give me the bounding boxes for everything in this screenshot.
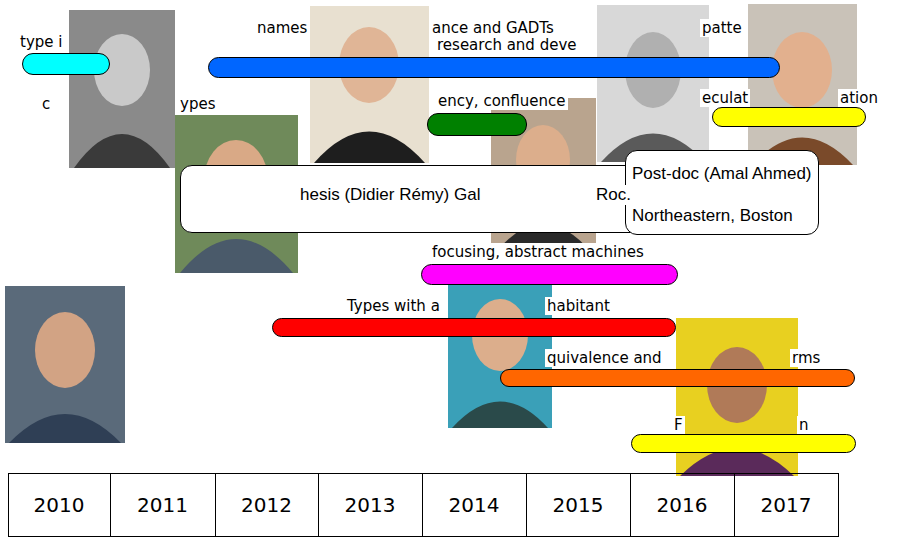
bar-label: type i xyxy=(18,33,64,51)
period-box: Post-doc (Amal Ahmed) Northeastern, Bosto… xyxy=(625,150,819,235)
bar-label: research and deve xyxy=(435,36,579,54)
bar-label: F xyxy=(672,416,685,434)
timeline-item: Fn xyxy=(631,416,856,453)
box-text: Post-doc (Amal Ahmed) xyxy=(631,164,813,184)
year-cell: 2012 xyxy=(216,493,317,517)
portrait-photo xyxy=(310,6,429,163)
box-text: Northeastern, Boston xyxy=(631,206,794,226)
year-cell: 2011 xyxy=(111,493,214,517)
timeline-bar xyxy=(208,57,780,78)
bar-label: ency, confluence xyxy=(436,92,568,110)
year-cell: 2016 xyxy=(631,493,733,517)
year-cell: 2014 xyxy=(423,493,525,517)
bar-label: rms xyxy=(790,349,822,367)
bar-label: eculat xyxy=(700,89,750,107)
period-box: hesis (Didier Rémy) Gal Roc. xyxy=(180,165,650,233)
portrait-photo xyxy=(448,272,552,428)
timeline-label: ypes xyxy=(178,95,217,113)
year-table-grid xyxy=(9,473,839,537)
bar-label: patte xyxy=(700,19,744,37)
timeline-bar xyxy=(427,113,527,136)
portrait-photo xyxy=(597,5,709,162)
bar-label: n xyxy=(797,416,811,434)
timeline-bar xyxy=(631,434,856,453)
timeline-item: Types with a habitant xyxy=(272,297,676,337)
bar-label: Types with a xyxy=(345,297,442,315)
portrait-photo xyxy=(748,4,857,165)
timeline-item: quivalence and rms xyxy=(500,349,855,387)
bar-label: quivalence and xyxy=(545,349,664,367)
year-cell: 2013 xyxy=(319,493,421,517)
timeline-bar xyxy=(22,53,110,75)
timeline-bar xyxy=(712,107,866,127)
timeline-item: eculat ation xyxy=(700,89,880,127)
timeline-item: names ance and GADTsresearch and deve patt… xyxy=(208,19,780,78)
bar-label: focusing, abstract machines xyxy=(430,243,646,261)
bar-label: names xyxy=(255,19,309,37)
portrait-photo xyxy=(69,10,175,168)
bar-label: ance and GADTs xyxy=(430,19,556,37)
timeline-bar xyxy=(500,369,855,387)
year-cell: 2010 xyxy=(9,493,109,517)
timeline-item: type i xyxy=(18,33,110,75)
timeline-item: ency, confluence xyxy=(427,92,568,136)
timeline-label: c xyxy=(40,95,52,113)
bar-label: ation xyxy=(838,89,880,107)
year-cell: 2017 xyxy=(735,493,837,517)
year-cell: 2015 xyxy=(527,493,629,517)
timeline-item: focusing, abstract machines xyxy=(421,243,678,285)
box-text: Roc. xyxy=(595,185,632,205)
timeline-bar xyxy=(421,264,678,285)
bar-label: habitant xyxy=(545,297,612,315)
timeline-bar xyxy=(272,318,676,337)
portrait-photo xyxy=(5,286,125,443)
box-text: hesis (Didier Rémy) Gal xyxy=(299,185,481,205)
